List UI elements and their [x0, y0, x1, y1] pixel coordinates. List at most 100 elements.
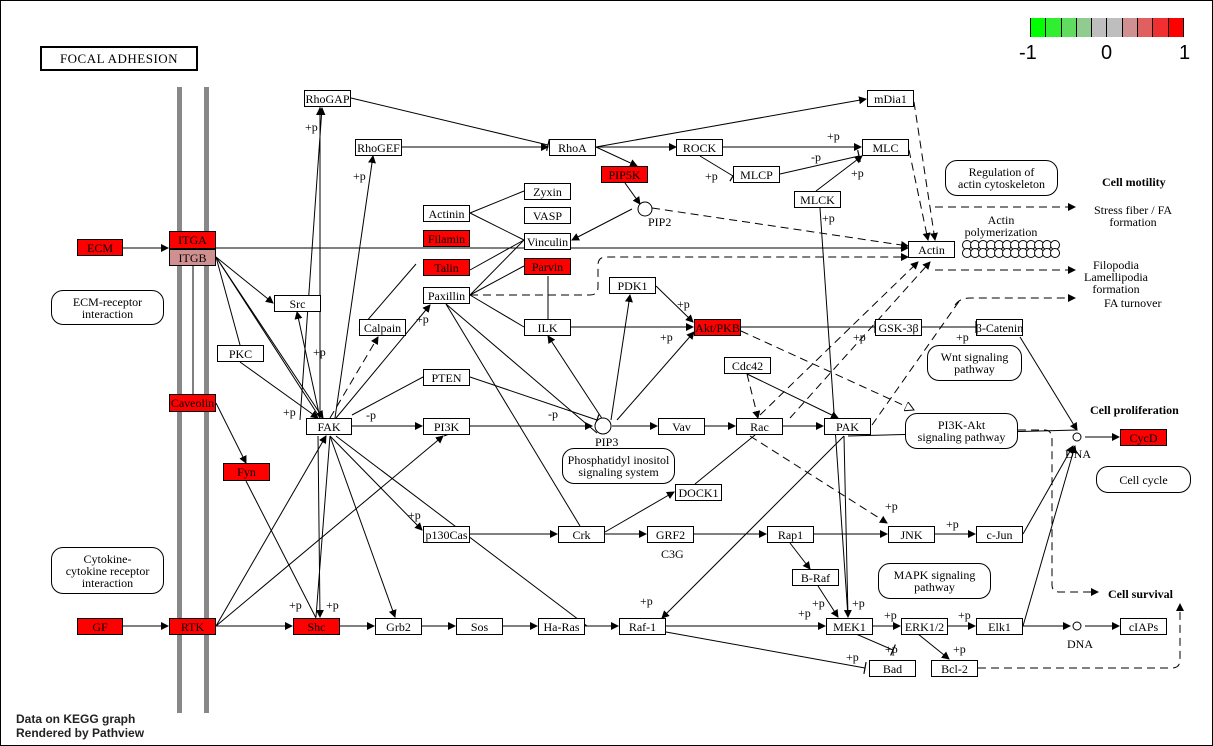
gene-node-bcl-2[interactable]: Bcl-2	[931, 660, 978, 677]
gene-node-pi3k[interactable]: PI3K	[423, 418, 470, 435]
gene-node-cycd[interactable]: CycD	[1120, 429, 1167, 446]
gene-node-pip5k[interactable]: PIP5K	[601, 166, 648, 183]
pathway-link-ecm-receptor[interactable]: ECM-receptor interaction	[51, 290, 164, 325]
legend-tick-mid: 0	[1101, 42, 1113, 64]
gene-node-ilk[interactable]: ILK	[524, 319, 571, 336]
gene-node-rock[interactable]: ROCK	[676, 139, 723, 156]
gene-node-talin[interactable]: Talin	[423, 259, 470, 276]
gene-node-akt-pkb[interactable]: Akt/PKB	[694, 319, 741, 336]
gene-node-pak[interactable]: PAK	[824, 418, 871, 435]
legend-swatch	[1122, 18, 1139, 37]
pathway-link-wnt[interactable]: Wnt signaling pathway	[927, 345, 1022, 381]
edge	[604, 491, 675, 533]
gene-node-grb2[interactable]: Grb2	[375, 618, 422, 635]
annotation-dephospho: -p	[548, 407, 558, 421]
legend-swatch	[1061, 18, 1077, 37]
gene-node-pdk1[interactable]: PDK1	[609, 277, 656, 294]
gene-node-caveolin[interactable]: Caveolin	[169, 394, 216, 412]
gene-node-paxillin[interactable]: Paxillin	[423, 287, 470, 304]
gene-node-beta-catenin[interactable]: β-Catenin	[975, 319, 1024, 336]
legend-tick-min: -1	[1019, 42, 1037, 64]
annotation-phospho: +p	[958, 608, 971, 622]
edge	[595, 96, 867, 148]
gene-node-gsk-3b[interactable]: GSK-3β	[875, 319, 922, 336]
annotation-phospho: +p	[827, 129, 840, 143]
pathway-title: FOCAL ADHESION	[40, 46, 198, 71]
gene-node-mlcp[interactable]: MLCP	[733, 166, 780, 183]
gene-node-rtk[interactable]: RTK	[169, 618, 216, 635]
pathway-link-phosphatidyl-inositol[interactable]: Phosphatidyl inositol signaling system	[562, 448, 675, 484]
edge	[315, 435, 324, 618]
gene-node-gf[interactable]: GF	[77, 618, 123, 635]
gene-node-p130cas[interactable]: p130Cas	[423, 526, 470, 543]
gene-node-vav[interactable]: Vav	[658, 418, 705, 435]
gene-node-src[interactable]: Src	[274, 295, 321, 312]
gene-node-c-jun[interactable]: c-Jun	[976, 526, 1023, 543]
gene-node-actinin[interactable]: Actinin	[423, 205, 470, 222]
compound-node[interactable]	[1072, 432, 1082, 442]
gene-node-zyxin[interactable]: Zyxin	[524, 183, 571, 200]
edge	[470, 253, 909, 296]
pathway-link-pi3k-akt[interactable]: PI3K-Akt signaling pathway	[905, 413, 1018, 449]
credit-line-1: Data on KEGG graph	[16, 712, 136, 726]
gene-node-mek1[interactable]: MEK1	[826, 618, 873, 635]
compound-node[interactable]	[1072, 621, 1082, 631]
gene-node-vasp[interactable]: VASP	[524, 207, 571, 224]
gene-node-ecm[interactable]: ECM	[77, 239, 123, 256]
gene-node-ciaps[interactable]: cIAPs	[1120, 618, 1167, 635]
gene-node-pkc[interactable]: PKC	[217, 345, 264, 362]
gene-node-elk1[interactable]: Elk1	[976, 618, 1023, 635]
gene-node-actin[interactable]: Actin	[908, 241, 955, 258]
gene-node-grf2[interactable]: GRF2	[647, 526, 694, 543]
pathway-link-actin-regulation[interactable]: Regulation of actin cytoskeleton	[945, 160, 1058, 196]
gene-node-rhogef[interactable]: RhoGEF	[355, 139, 402, 156]
gene-node-filamin[interactable]: Filamin	[423, 230, 470, 247]
gene-node-calpain[interactable]: Calpain	[359, 319, 406, 336]
annotation-phospho: +p	[289, 598, 302, 612]
compound-node[interactable]	[1050, 248, 1060, 258]
gene-node-itga[interactable]: ITGA	[169, 231, 216, 249]
gene-node-mlc[interactable]: MLC	[862, 139, 909, 156]
gene-node-itgb[interactable]: ITGB	[169, 249, 216, 266]
legend-swatch	[1168, 18, 1184, 37]
label-dna-survival: DNA	[1067, 637, 1093, 651]
gene-node-sos[interactable]: Sos	[456, 618, 503, 635]
pathway-link-cell-cycle[interactable]: Cell cycle	[1096, 466, 1191, 493]
annotation-phospho: +p	[956, 330, 969, 344]
gene-node-bad[interactable]: Bad	[869, 660, 916, 677]
gene-node-jnk[interactable]: JNK	[888, 526, 935, 543]
edge	[917, 633, 950, 660]
pathway-link-cytokine[interactable]: Cytokine- cytokine receptor interaction	[51, 547, 164, 594]
gene-node-rap1[interactable]: Rap1	[767, 526, 814, 543]
annotation-dephospho: -p	[811, 150, 821, 164]
gene-node-parvin[interactable]: Parvin	[524, 258, 571, 275]
gene-node-shc[interactable]: Shc	[293, 618, 340, 635]
gene-node-erk1-2[interactable]: ERK1/2	[901, 618, 948, 635]
gene-node-fak[interactable]: FAK	[306, 418, 352, 435]
gene-node-mlck[interactable]: MLCK	[794, 191, 841, 208]
gene-node-fyn[interactable]: Fyn	[223, 463, 270, 481]
edge	[469, 212, 525, 241]
edge	[469, 376, 600, 426]
gene-node-vinculin[interactable]: Vinculin	[524, 233, 571, 250]
gene-node-rhoa[interactable]: RhoA	[549, 139, 596, 156]
label-fa-turnover: FA turnover	[1104, 296, 1162, 310]
gene-node-b-raf[interactable]: B-Raf	[792, 569, 839, 586]
pathway-link-mapk[interactable]: MAPK signaling pathway	[878, 563, 991, 599]
gene-node-cdc42[interactable]: Cdc42	[724, 357, 771, 374]
gene-node-dock1[interactable]: DOCK1	[675, 484, 722, 501]
annotation-phospho: +p	[705, 169, 718, 183]
annotation-phospho: +p	[885, 642, 898, 656]
gene-node-rhogap[interactable]: RhoGAP	[304, 90, 351, 107]
gene-node-mdia1[interactable]: mDia1	[867, 90, 914, 107]
gene-node-rac[interactable]: Rac	[736, 418, 783, 435]
annotation-phospho: +p	[408, 508, 421, 522]
gene-node-raf-1[interactable]: Raf-1	[619, 618, 666, 635]
edge	[215, 402, 247, 464]
compound-node[interactable]	[594, 417, 612, 435]
label-c3g: C3G	[661, 547, 684, 561]
gene-node-crk[interactable]: Crk	[558, 526, 605, 543]
compound-node[interactable]	[637, 201, 653, 217]
gene-node-pten[interactable]: PTEN	[423, 369, 470, 386]
gene-node-ha-ras[interactable]: Ha-Ras	[538, 618, 585, 635]
